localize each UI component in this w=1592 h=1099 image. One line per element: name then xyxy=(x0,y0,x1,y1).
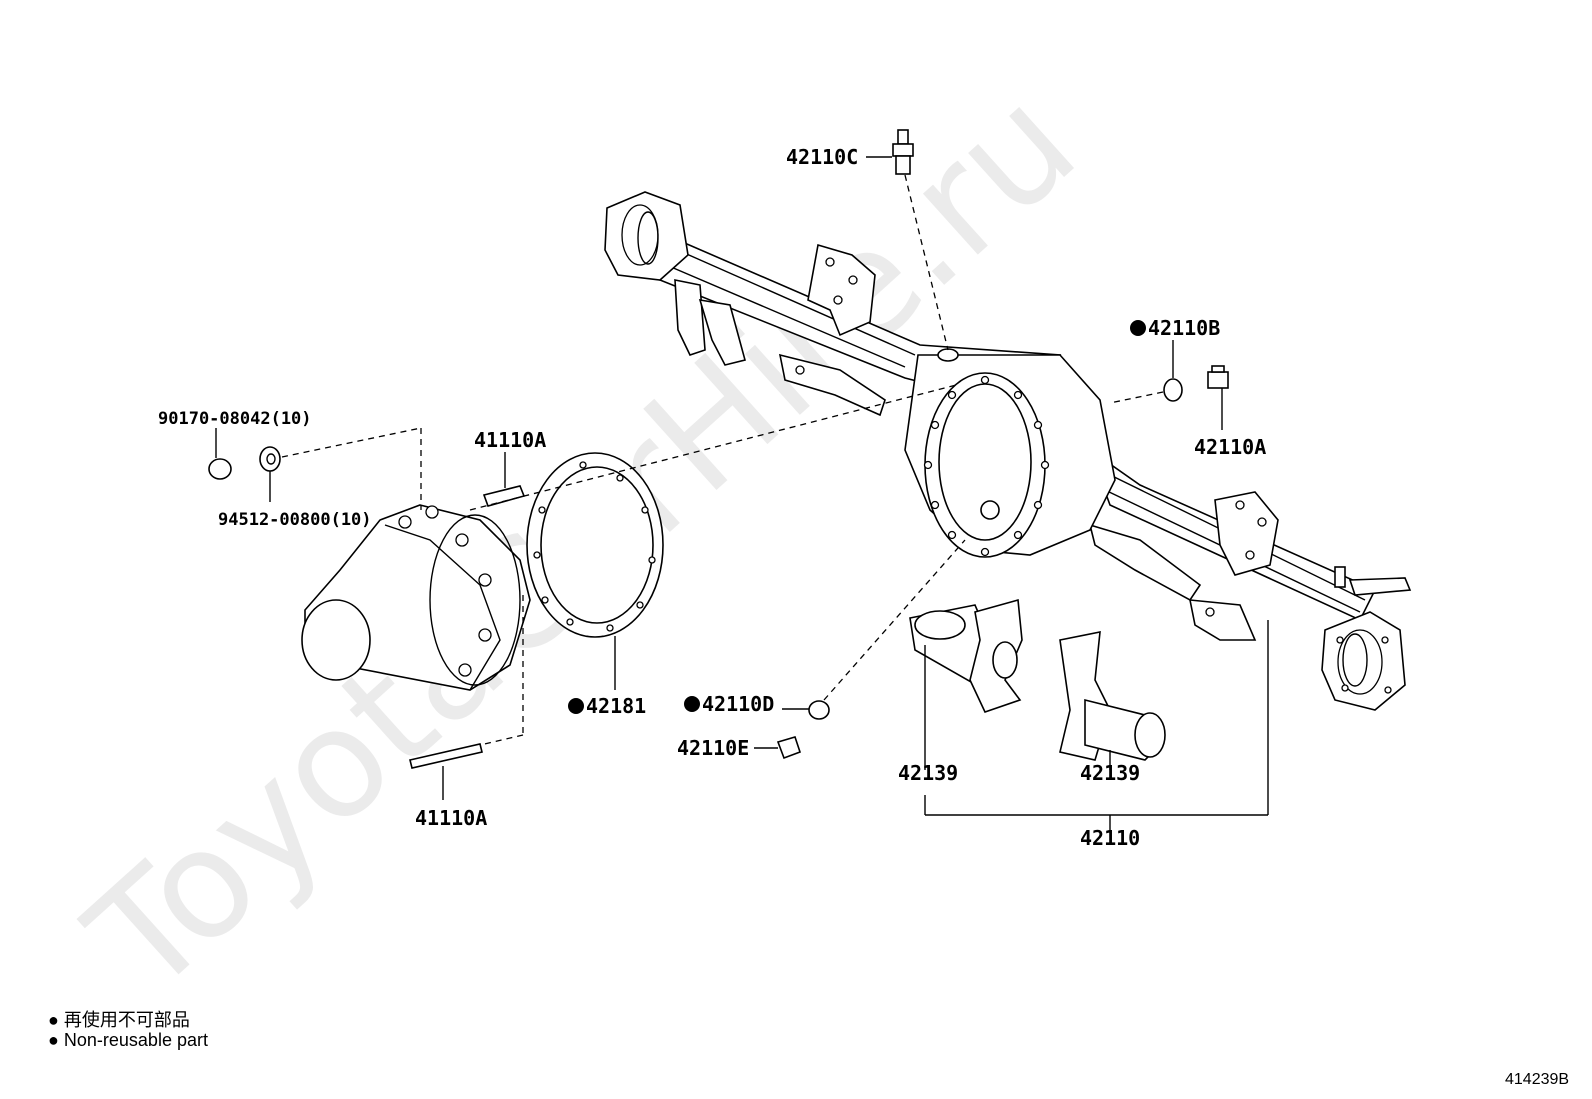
label-42139-right: 42139 xyxy=(1080,761,1140,785)
label-42110C: 42110C xyxy=(786,145,858,169)
drain-plug xyxy=(1207,365,1229,389)
filler-plug-gasket xyxy=(808,700,830,720)
legend-dot: ● xyxy=(48,1010,59,1030)
housing-bolt-holes xyxy=(923,375,1050,557)
legend-dot: ● xyxy=(48,1030,59,1050)
callout-labels: 42110C 42110B 42110A 90170-08042(10) 945… xyxy=(158,145,1266,850)
non-reusable-marker xyxy=(568,698,584,714)
legend-line-jp: ● 再使用不可部品 xyxy=(48,1006,190,1032)
diagram-code: 414239B xyxy=(1505,1071,1570,1088)
axle-shield-left xyxy=(909,598,1023,713)
stud-bolt-lower xyxy=(409,743,483,769)
washer xyxy=(259,446,281,472)
label-42110E: 42110E xyxy=(677,736,749,760)
label-42181: 42181 xyxy=(586,694,646,718)
label-42110B: 42110B xyxy=(1148,316,1220,340)
label-42139-left: 42139 xyxy=(898,761,958,785)
label-42110: 42110 xyxy=(1080,826,1140,850)
non-reusable-marker xyxy=(1130,320,1146,336)
axle-housing-assembly xyxy=(604,191,1412,711)
legend-text-en: Non-reusable part xyxy=(63,1030,208,1050)
axle-shield-right xyxy=(1059,631,1166,761)
hex-nut xyxy=(208,458,232,480)
carrier-gasket xyxy=(526,452,664,638)
filler-plug xyxy=(776,736,802,760)
legend-line-en: ● Non-reusable part xyxy=(48,1030,208,1051)
label-42110A-right: 42110A xyxy=(1194,435,1266,459)
legend-text-jp: 再使用不可部品 xyxy=(63,1010,190,1030)
label-41110A-bottom: 41110A xyxy=(415,806,487,830)
leader-lines xyxy=(215,156,1269,830)
label-94512: 94512-00800(10) xyxy=(218,510,372,530)
label-41110A-top: 41110A xyxy=(474,428,546,452)
drain-plug-gasket xyxy=(1163,378,1183,402)
label-90170: 90170-08042(10) xyxy=(158,409,312,429)
label-42110D: 42110D xyxy=(702,692,774,716)
differential-carrier xyxy=(301,504,531,691)
non-reusable-marker xyxy=(684,696,700,712)
breather-plug xyxy=(892,129,914,175)
